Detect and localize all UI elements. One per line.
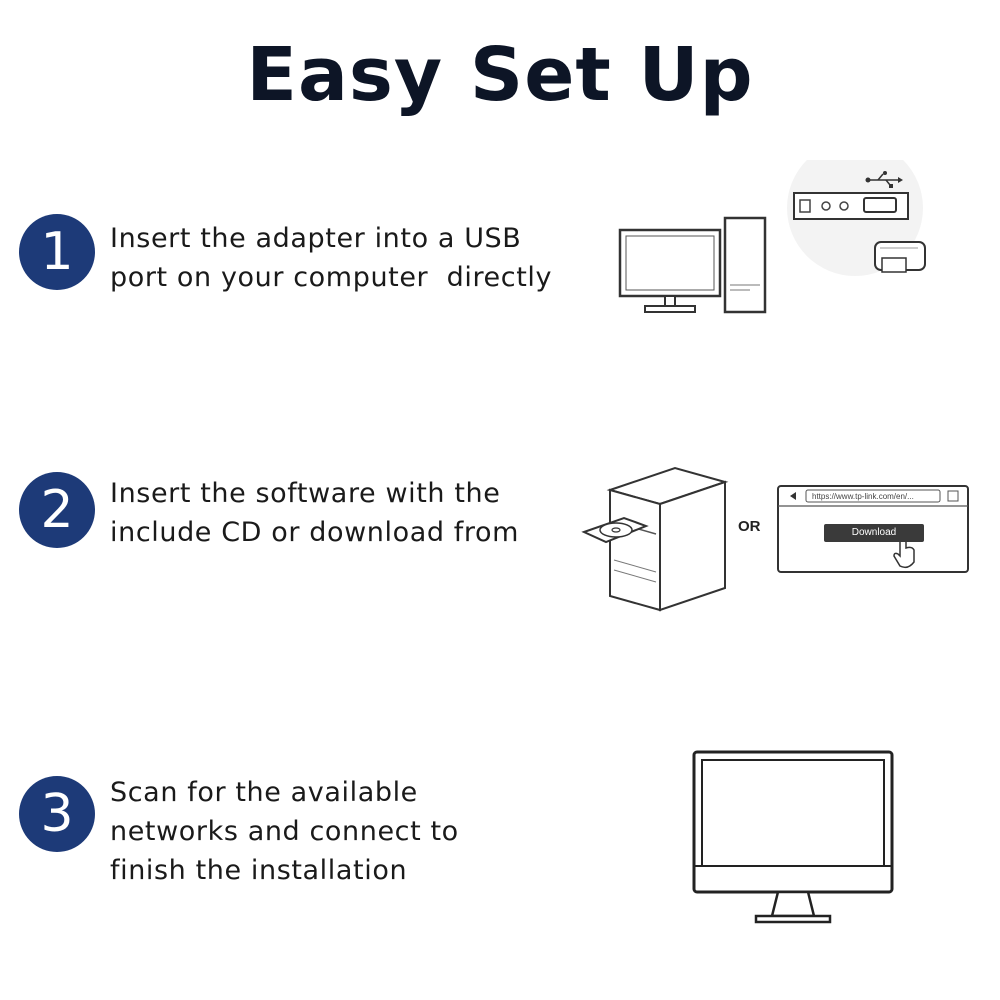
step-3-text: Scan for the available networks and conn… — [110, 773, 590, 890]
step-3-line-2: networks and connect to — [110, 816, 459, 847]
usb-adapter-icon — [874, 241, 926, 273]
step-2-line-2: include CD or download from — [110, 517, 520, 548]
step-2-text: Insert the software with the include CD … — [110, 474, 590, 552]
step-1-badge: 1 — [19, 214, 95, 290]
step-3-line-3: finish the installation — [110, 855, 408, 886]
browser-url: https://www.tp-link.com/en/... — [812, 492, 914, 501]
step-3-badge: 3 — [19, 776, 95, 852]
step-3-line-1: Scan for the available — [110, 777, 418, 808]
step-2-badge: 2 — [19, 472, 95, 548]
step-1-text: Insert the adapter into a USB port on yo… — [110, 219, 590, 297]
or-label: OR — [738, 518, 761, 535]
step-1-line-2: port on your computer directly — [110, 262, 553, 293]
page-title: Easy Set Up — [246, 32, 754, 118]
monitor-icon — [692, 750, 894, 924]
download-button[interactable]: Download — [824, 524, 924, 542]
step-1-line-1: Insert the adapter into a USB — [110, 223, 522, 254]
desktop-computer-icon — [618, 160, 926, 314]
usb-port-icon — [793, 171, 909, 220]
step-2-line-1: Insert the software with the — [110, 478, 501, 509]
computer-tower-cd-icon — [581, 466, 729, 612]
